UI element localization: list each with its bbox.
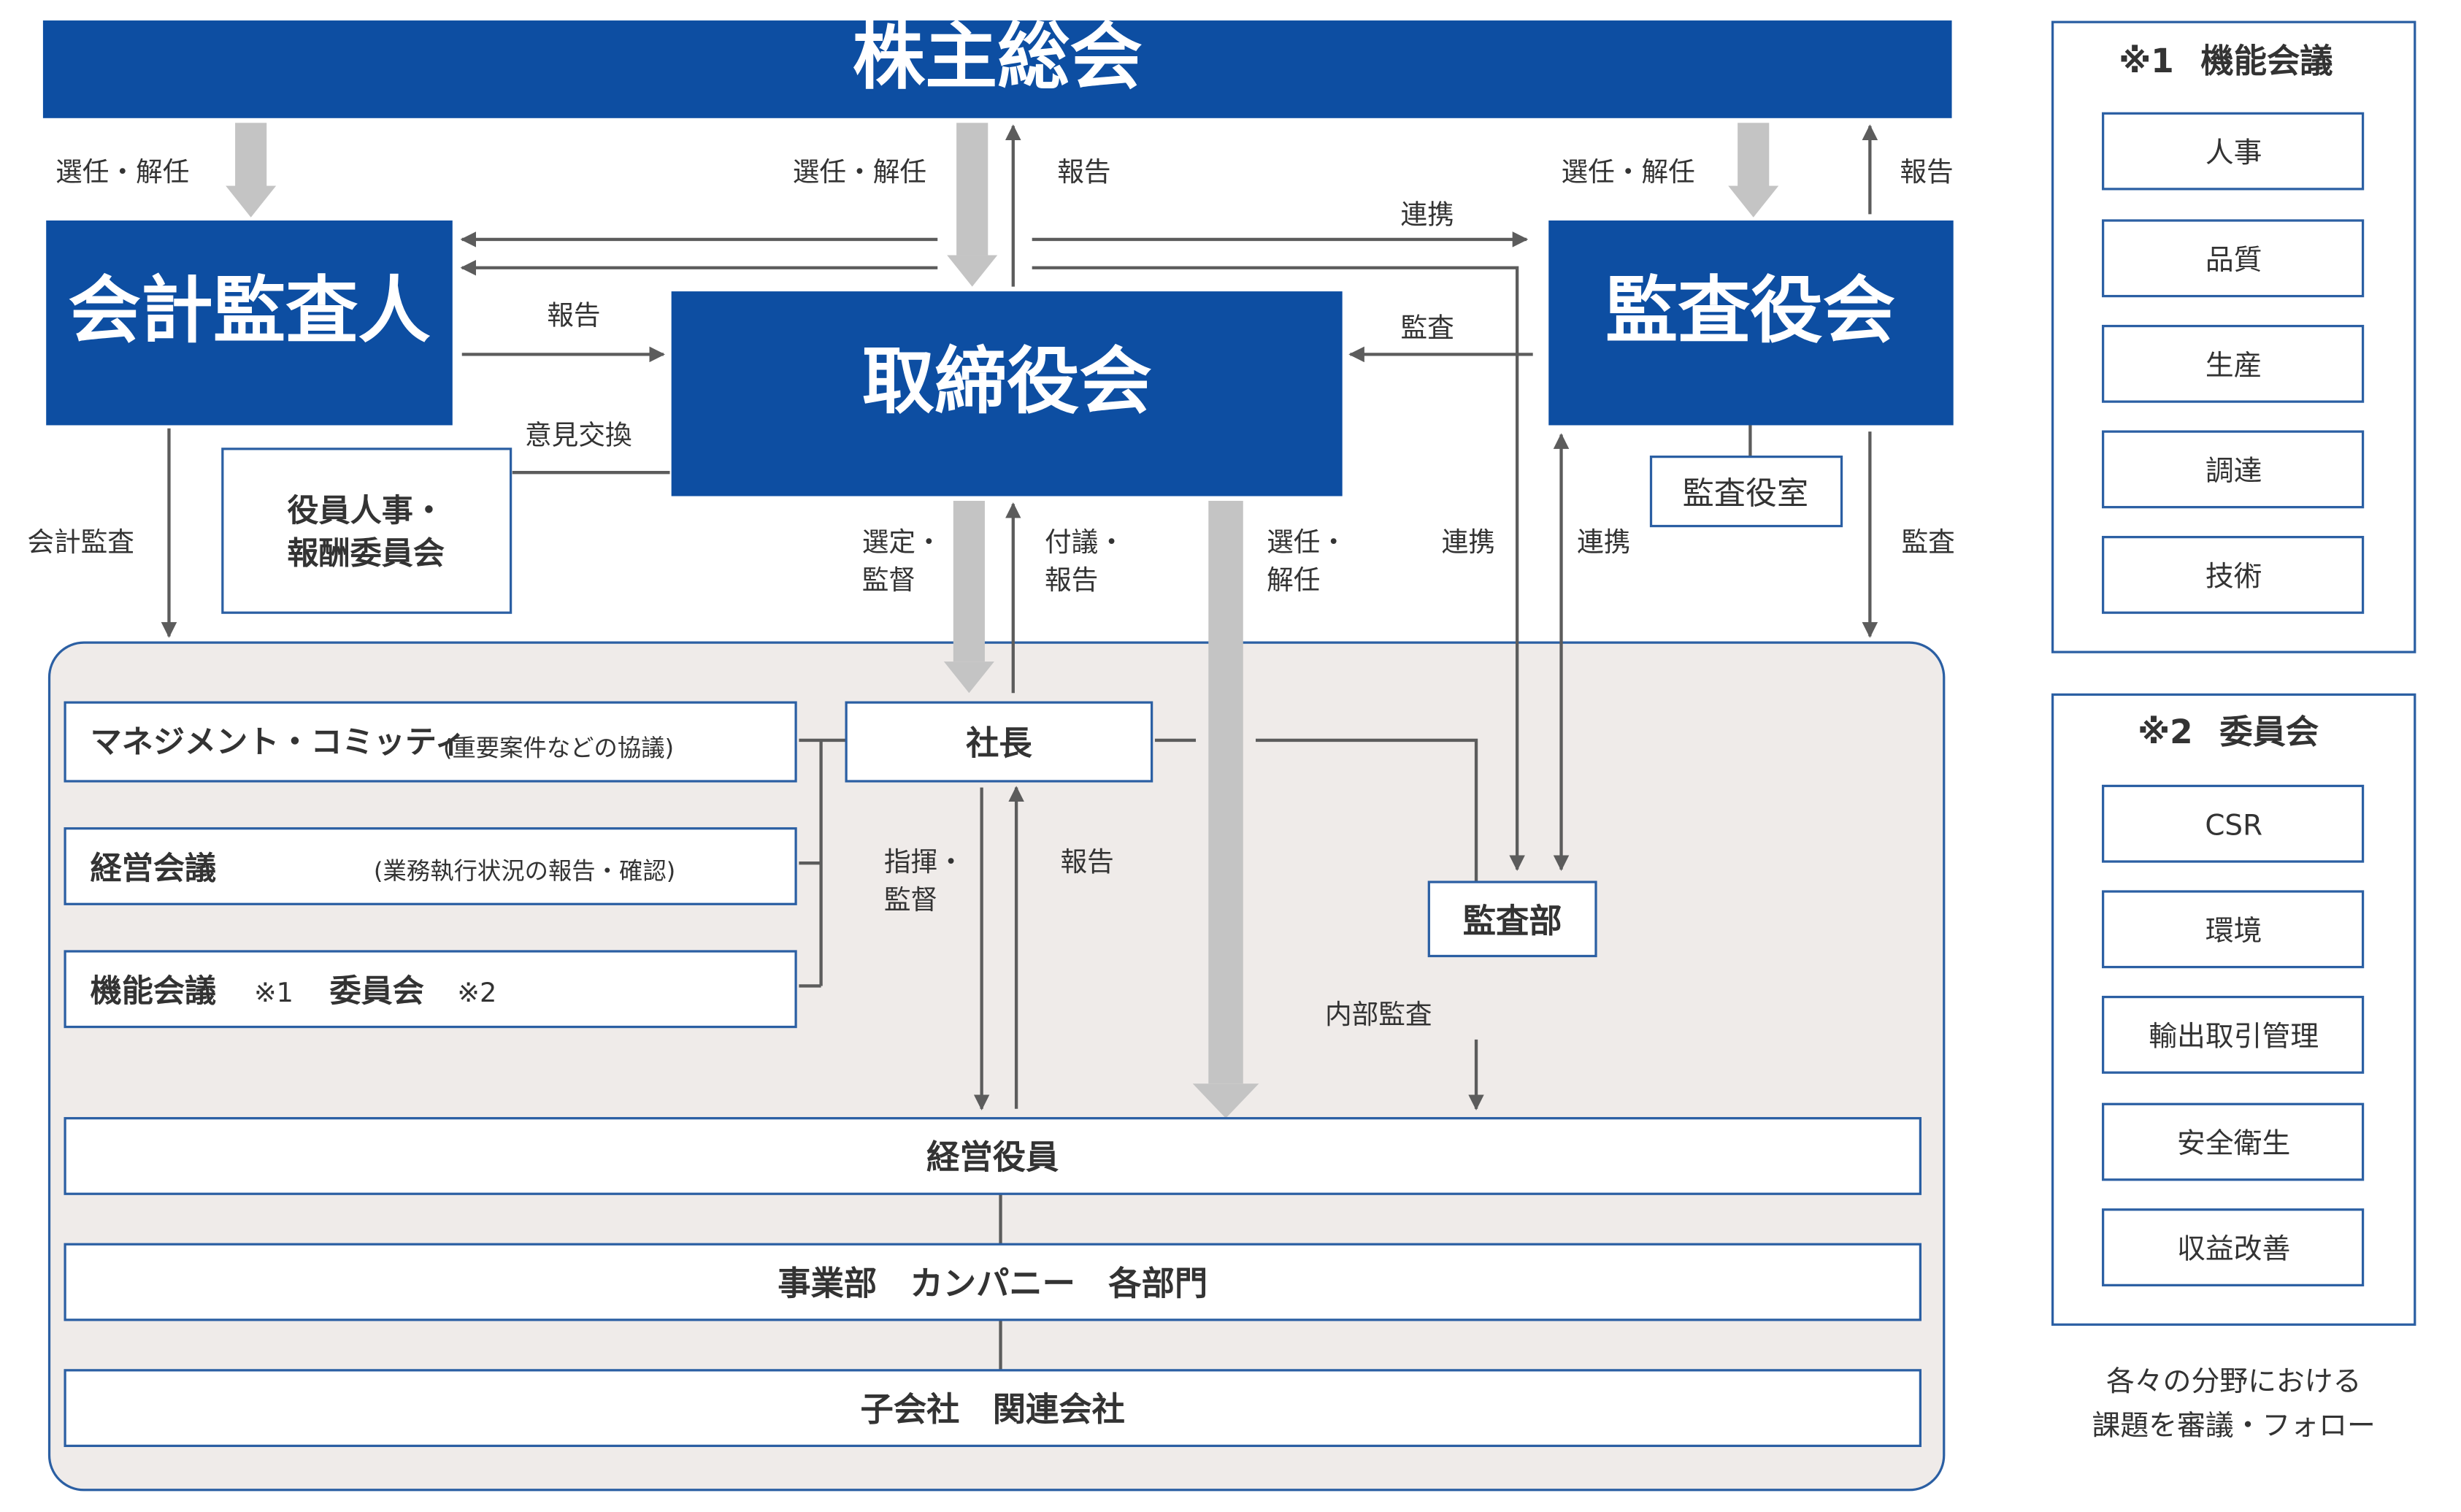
thick-arrows bbox=[226, 123, 1779, 1118]
side-functional-item: 調達 bbox=[2102, 430, 2365, 509]
audit-dept-label: 監査部 bbox=[1463, 902, 1562, 940]
side-committees-item: 収益改善 bbox=[2102, 1208, 2365, 1286]
side-committees-mark: ※2 bbox=[2138, 713, 2193, 751]
label-direct-supervise-1: 指揮・ bbox=[884, 846, 964, 878]
label-audit-right: 監査 bbox=[1902, 526, 1955, 558]
subsidiaries-box: 子会社 関連会社 bbox=[64, 1369, 1922, 1448]
label-propose-report-2: 報告 bbox=[1045, 564, 1098, 596]
audit-board-box: 監査役会 bbox=[1548, 220, 1954, 426]
executives-box: 経営役員 bbox=[64, 1117, 1922, 1195]
committees-mark: ※2 bbox=[457, 977, 496, 1008]
side-functional-mark: ※1 bbox=[2119, 42, 2174, 80]
audit-office-box: 監査役室 bbox=[1649, 455, 1843, 528]
side-committees-panel: ※2 委員会 CSR 環境 輸出取引管理 安全衛生 収益改善 bbox=[2051, 693, 2416, 1326]
management-meeting-box: 経営会議 (業務執行状況の報告・確認) bbox=[64, 827, 797, 905]
side-committees-item: CSR bbox=[2102, 784, 2365, 863]
label-cooperation-top: 連携 bbox=[1400, 199, 1454, 230]
side-committees-item: 環境 bbox=[2102, 890, 2365, 969]
label-elect-dismiss-left: 選任・解任 bbox=[55, 156, 189, 188]
management-committee-box: マネジメント・コミッティ (重要案件などの協議) bbox=[64, 701, 797, 783]
label-select-supervise-1: 選定・ bbox=[862, 526, 942, 558]
management-meeting-note: (業務執行状況の報告・確認) bbox=[374, 857, 675, 885]
side-functional-item-label: 品質 bbox=[2205, 244, 2262, 277]
side-functional-item-label: 調達 bbox=[2205, 455, 2262, 488]
label-report-right: 報告 bbox=[1900, 156, 1953, 188]
president-label: 社長 bbox=[966, 724, 1032, 762]
label-report-center: 報告 bbox=[1057, 156, 1110, 188]
side-committees-item: 安全衛生 bbox=[2102, 1102, 2365, 1181]
management-committee-label: マネジメント・コミッティ bbox=[91, 724, 467, 761]
shareholders-box: 株主総会 bbox=[42, 15, 1952, 118]
functional-mark: ※1 bbox=[254, 977, 293, 1008]
nomination-committee-label-1: 役員人事・ bbox=[287, 493, 445, 529]
side-committees-item: 輸出取引管理 bbox=[2102, 995, 2365, 1074]
label-elect-dismiss-exec-2: 解任 bbox=[1267, 564, 1320, 596]
side-committees-item-label: 輸出取引管理 bbox=[2149, 1020, 2319, 1053]
label-report-president: 報告 bbox=[1061, 846, 1114, 878]
accounting-auditor-box: 会計監査人 bbox=[46, 220, 453, 426]
divisions-label: 事業部 カンパニー 各部門 bbox=[778, 1264, 1208, 1302]
side-functional-title: 機能会議 bbox=[2200, 42, 2333, 80]
committees-label: 委員会 bbox=[330, 973, 424, 1010]
audit-office-label: 監査役室 bbox=[1683, 475, 1809, 512]
label-audit-to-board: 監査 bbox=[1400, 312, 1454, 344]
side-functional-item-label: 生産 bbox=[2205, 349, 2262, 382]
board-label: 取締役会 bbox=[862, 340, 1152, 424]
label-accounting-audit: 会計監査 bbox=[27, 526, 134, 558]
side-committees-item-label: 安全衛生 bbox=[2177, 1127, 2290, 1160]
functional-committees-box: 機能会議 ※1 委員会 ※2 bbox=[64, 950, 797, 1029]
label-elect-dismiss-center: 選任・解任 bbox=[793, 156, 926, 188]
label-report-auditor: 報告 bbox=[547, 299, 600, 331]
label-select-supervise-2: 監督 bbox=[862, 564, 915, 596]
side-committees-title: 委員会 bbox=[2219, 713, 2319, 751]
label-cooperation-mid-2: 連携 bbox=[1577, 526, 1630, 558]
thin-connectors bbox=[161, 124, 1878, 1370]
side-functional-item-label: 技術 bbox=[2205, 561, 2262, 594]
label-cooperation-mid-1: 連携 bbox=[1442, 526, 1495, 558]
president-box: 社長 bbox=[845, 701, 1153, 783]
side-committees-item-label: CSR bbox=[2205, 809, 2262, 842]
executives-label: 経営役員 bbox=[926, 1138, 1059, 1177]
accounting-auditor-label: 会計監査人 bbox=[68, 269, 430, 353]
side-functional-item: 生産 bbox=[2102, 324, 2365, 403]
audit-dept-box: 監査部 bbox=[1427, 880, 1597, 958]
label-opinion-exchange: 意見交換 bbox=[525, 419, 632, 450]
label-propose-report-1: 付議・ bbox=[1045, 526, 1125, 558]
label-elect-dismiss-exec-1: 選任・ bbox=[1267, 526, 1347, 558]
audit-board-label: 監査役会 bbox=[1605, 269, 1895, 353]
side-functional-item: 品質 bbox=[2102, 219, 2365, 298]
side-functional-item-label: 人事 bbox=[2205, 137, 2262, 169]
management-meeting-label: 経営会議 bbox=[91, 851, 217, 887]
label-internal-audit: 内部監査 bbox=[1325, 999, 1432, 1030]
subsidiaries-label: 子会社 関連会社 bbox=[861, 1390, 1125, 1429]
divisions-box: 事業部 カンパニー 各部門 bbox=[64, 1243, 1922, 1321]
management-committee-note: (重要案件などの協議) bbox=[443, 734, 674, 762]
side-functional-item: 人事 bbox=[2102, 112, 2365, 191]
functional-label: 機能会議 bbox=[91, 973, 217, 1010]
label-elect-dismiss-right: 選任・解任 bbox=[1562, 156, 1695, 188]
label-direct-supervise-2: 監督 bbox=[884, 884, 937, 916]
side-committees-item-label: 収益改善 bbox=[2177, 1233, 2290, 1266]
side-committees-item-label: 環境 bbox=[2205, 915, 2262, 948]
side-functional-item: 技術 bbox=[2102, 536, 2365, 614]
side-functional-panel: ※1 機能会議 人事 品質 生産 調達 技術 bbox=[2051, 20, 2416, 653]
footnote-line-1: 各々の分野における bbox=[2106, 1365, 2361, 1398]
nomination-committee-box: 役員人事・ 報酬委員会 bbox=[221, 448, 512, 614]
shareholders-label: 株主総会 bbox=[853, 15, 1143, 99]
footnote-line-2: 課題を審議・フォロー bbox=[2092, 1409, 2376, 1442]
board-box: 取締役会 bbox=[671, 291, 1343, 496]
nomination-committee-label-2: 報酬委員会 bbox=[287, 535, 445, 572]
